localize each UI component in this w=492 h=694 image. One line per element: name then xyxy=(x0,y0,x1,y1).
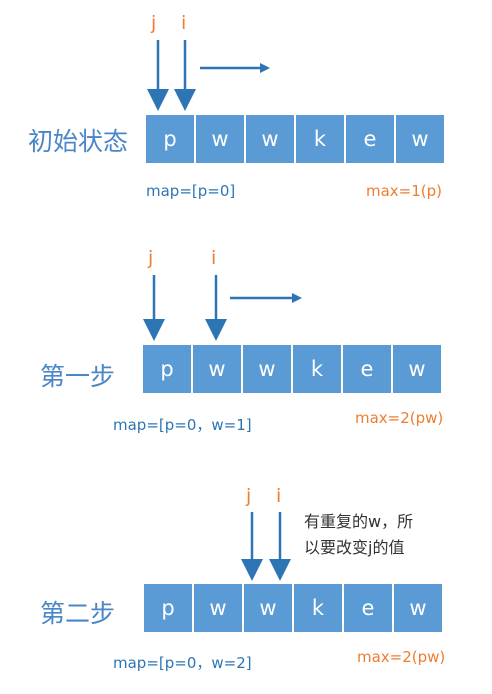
cell: p xyxy=(146,115,194,163)
i-pointer-step1: i xyxy=(211,247,217,269)
step0-label: 初始状态 xyxy=(28,127,129,156)
cell: e xyxy=(343,345,391,393)
cell: w xyxy=(193,345,241,393)
step2-label: 第二步 xyxy=(40,599,116,628)
cell: w xyxy=(393,345,441,393)
cell: w xyxy=(244,584,292,632)
j-pointer-step2: j xyxy=(246,485,252,507)
map-step0: map=[p=0] xyxy=(146,182,236,200)
cell: k xyxy=(293,345,341,393)
cell: p xyxy=(144,584,192,632)
max-step0: max=1(p) xyxy=(366,182,443,200)
i-pointer-step2: i xyxy=(276,485,282,507)
cell: e xyxy=(346,115,394,163)
cell: e xyxy=(344,584,392,632)
cells-step1: p w w k e w xyxy=(143,345,443,393)
step1-label: 第一步 xyxy=(40,362,116,391)
cell: k xyxy=(294,584,342,632)
cells-step0: p w w k e w xyxy=(146,115,446,163)
cell: w xyxy=(246,115,294,163)
cell: p xyxy=(143,345,191,393)
i-pointer-step0: i xyxy=(181,12,187,34)
cell: w xyxy=(243,345,291,393)
cell: w xyxy=(394,584,442,632)
note-line1: 有重复的w，所 xyxy=(304,512,414,531)
note-line2: 以要改变j的值 xyxy=(304,538,405,557)
cell: k xyxy=(296,115,344,163)
j-pointer-step1: j xyxy=(148,247,154,269)
max-step1: max=2(pw) xyxy=(355,409,444,427)
map-step2: map=[p=0，w=2] xyxy=(113,654,252,672)
cells-step2: p w w k e w xyxy=(144,584,444,632)
map-step1: map=[p=0，w=1] xyxy=(113,416,252,434)
cell: w xyxy=(194,584,242,632)
cell: w xyxy=(396,115,444,163)
cell: w xyxy=(196,115,244,163)
max-step2: max=2(pw) xyxy=(357,648,446,666)
j-pointer-step0: j xyxy=(151,12,157,34)
